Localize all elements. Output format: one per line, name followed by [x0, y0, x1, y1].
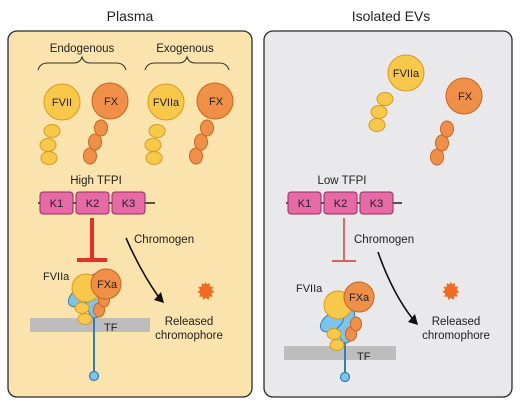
tfpi-molecule-low: K1 K2 K3: [286, 191, 402, 215]
fviia-factor-exogenous: FVIIa: [144, 83, 185, 165]
chromogen-label-plasma: Chromogen: [134, 234, 194, 246]
chromogen-label-evs: Chromogen: [354, 234, 414, 246]
kunitz-domain-k2: [75, 191, 110, 215]
chromophore-label-evs: chromophore: [422, 330, 490, 342]
k1-label-evs: K1: [298, 198, 311, 210]
fviia-factor-evs: FVIIa: [368, 54, 425, 132]
complex-fxa-label-evs: FXa: [349, 292, 370, 304]
chromophore-label-plasma: chromophore: [155, 330, 223, 342]
membrane-plasma: [30, 318, 150, 332]
fx-factor-endogenous: FX: [83, 82, 129, 165]
kunitz-domain-k1-evs: [287, 191, 322, 215]
kunitz-domain-k1: [39, 191, 74, 215]
exogenous-brace: [144, 55, 230, 71]
kunitz-domain-k3-evs: [359, 191, 394, 215]
tfpi-molecule-high: K1 K2 K3: [38, 191, 155, 215]
weak-inhibition-bar: [332, 218, 356, 262]
fviia-label-evs: FVIIa: [393, 68, 420, 80]
k2-label: K2: [86, 198, 99, 210]
fx-label-exogenous: FX: [209, 96, 224, 108]
fvii-label: FVII: [52, 97, 72, 109]
complex-tf-label-evs: TF: [357, 351, 371, 363]
complex-fxa-label-plasma: FXa: [97, 279, 118, 291]
strong-inhibition-bar: [77, 218, 107, 262]
evs-title: Isolated EVs: [352, 8, 431, 24]
endogenous-label: Endogenous: [50, 43, 115, 55]
fx-factor-exogenous: FX: [189, 82, 234, 165]
released-label-plasma: Released: [165, 316, 214, 328]
fx-label-endogenous: FX: [104, 96, 119, 108]
complex-fviia-label-evs: FVIIa: [296, 283, 323, 295]
released-label-evs: Released: [432, 316, 481, 328]
membrane-evs: [284, 346, 396, 360]
chromophore-burst-plasma: [197, 281, 215, 300]
fxa-in-complex-plasma: [90, 268, 122, 318]
complex-fviia-label-plasma: FVIIa: [43, 271, 70, 283]
low-tfpi-label: Low TFPI: [318, 175, 367, 187]
fx-factor-evs: FX: [430, 77, 483, 166]
exogenous-label: Exogenous: [156, 43, 214, 55]
fviia-label-exogenous: FVIIa: [153, 97, 180, 109]
reaction-arrow-evs: [377, 251, 418, 325]
endogenous-brace: [37, 55, 127, 71]
k3-label-evs: K3: [370, 198, 383, 210]
fxa-in-complex-evs: [343, 281, 375, 342]
fx-label-evs: FX: [458, 91, 473, 103]
kunitz-domain-k3: [111, 191, 146, 215]
fvii-factor: FVII: [39, 83, 81, 165]
k2-label-evs: K2: [334, 198, 347, 210]
plasma-title: Plasma: [107, 8, 154, 24]
chromophore-burst-evs: [442, 281, 460, 300]
high-tfpi-label: High TFPI: [70, 175, 122, 187]
k1-label: K1: [50, 198, 63, 210]
kunitz-domain-k2-evs: [323, 191, 358, 215]
complex-tf-label-plasma: TF: [104, 322, 118, 334]
k3-label: K3: [122, 198, 135, 210]
reaction-arrow-plasma: [125, 237, 164, 303]
